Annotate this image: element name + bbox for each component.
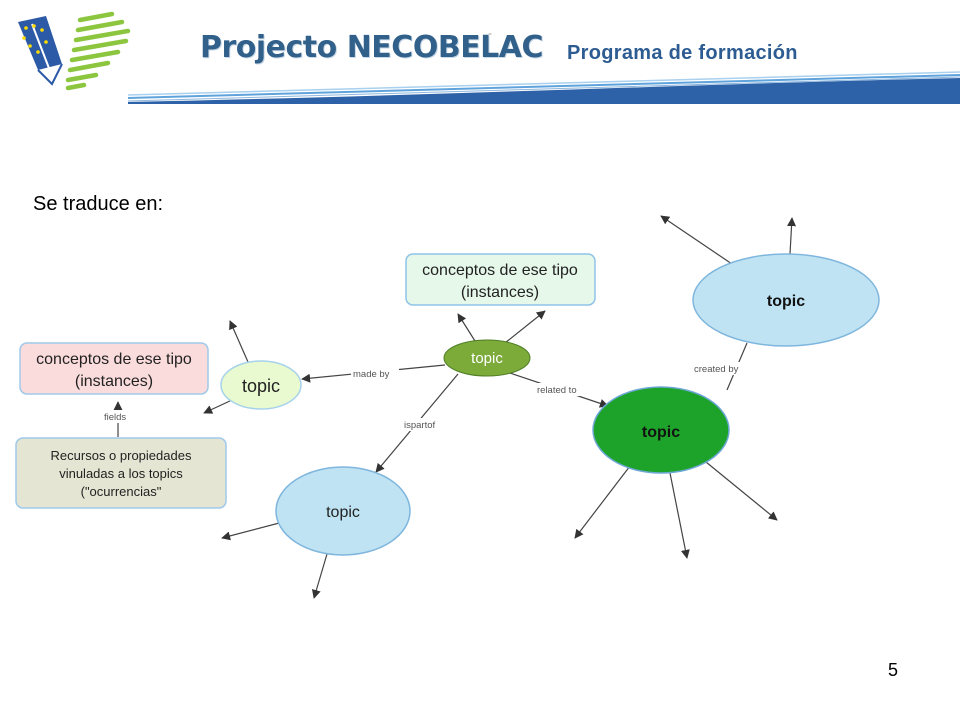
related-topic-node: [592, 386, 730, 474]
edge-top-right-up: [787, 217, 797, 255]
header-stripe: [127, 71, 960, 104]
instances-box-top: [405, 253, 596, 306]
edge-related-down: [669, 472, 690, 559]
edge-center-up-right: [504, 310, 546, 344]
instances-box-left-line1: conceptos de ese tipo: [36, 351, 192, 368]
label-fields: fields: [104, 412, 126, 423]
resources-box-line3: ("ocurrencias": [81, 484, 162, 499]
left-topic-node: [220, 360, 302, 410]
bottom-topic-label: topic: [326, 504, 360, 521]
label-made-by: made by: [353, 369, 390, 380]
related-topic-label: topic: [642, 424, 680, 441]
bottom-topic-node: [275, 466, 411, 556]
label-related-to: related to: [537, 385, 577, 396]
slide-number: 5: [888, 660, 899, 680]
center-topic-node: [443, 339, 531, 377]
intro-text: Se traduce en:: [33, 193, 164, 215]
edge-top-right-up-left: [660, 215, 733, 265]
edge-related-down-left: [574, 465, 631, 539]
label-created-by: created by: [694, 364, 739, 375]
program-title: Programa de formación: [567, 42, 798, 64]
left-topic-label: topic: [242, 376, 280, 396]
instances-box-left: [19, 342, 209, 395]
instances-box-top-line2: (instances): [461, 284, 539, 301]
top-right-topic-label: topic: [767, 293, 805, 310]
instances-box-left-line2: (instances): [75, 373, 153, 390]
stars-icon: [22, 24, 48, 54]
edge-bottom-down: [311, 553, 328, 599]
resources-box-line1: Recursos o propiedades: [51, 448, 192, 463]
edge-left-up: [229, 320, 249, 363]
instances-box-top-line1: conceptos de ese tipo: [422, 262, 578, 279]
resources-box: [15, 437, 227, 509]
edge-center-up-left: [457, 313, 476, 342]
edge-related-down-right: [705, 461, 778, 521]
necobelac-logo: [18, 11, 131, 91]
center-topic-label: topic: [471, 350, 503, 367]
edge-left-down: [203, 399, 233, 414]
brand-title: Projecto NECOBELAC: [200, 30, 544, 65]
logo-stripes: [65, 11, 131, 91]
label-ispartof: ispartof: [404, 420, 436, 431]
edge-bottom-left: [221, 521, 284, 541]
brand-mark: -: [488, 26, 492, 40]
top-right-topic-node: [692, 253, 880, 347]
resources-box-line2: vinuladas a los topics: [59, 466, 183, 481]
